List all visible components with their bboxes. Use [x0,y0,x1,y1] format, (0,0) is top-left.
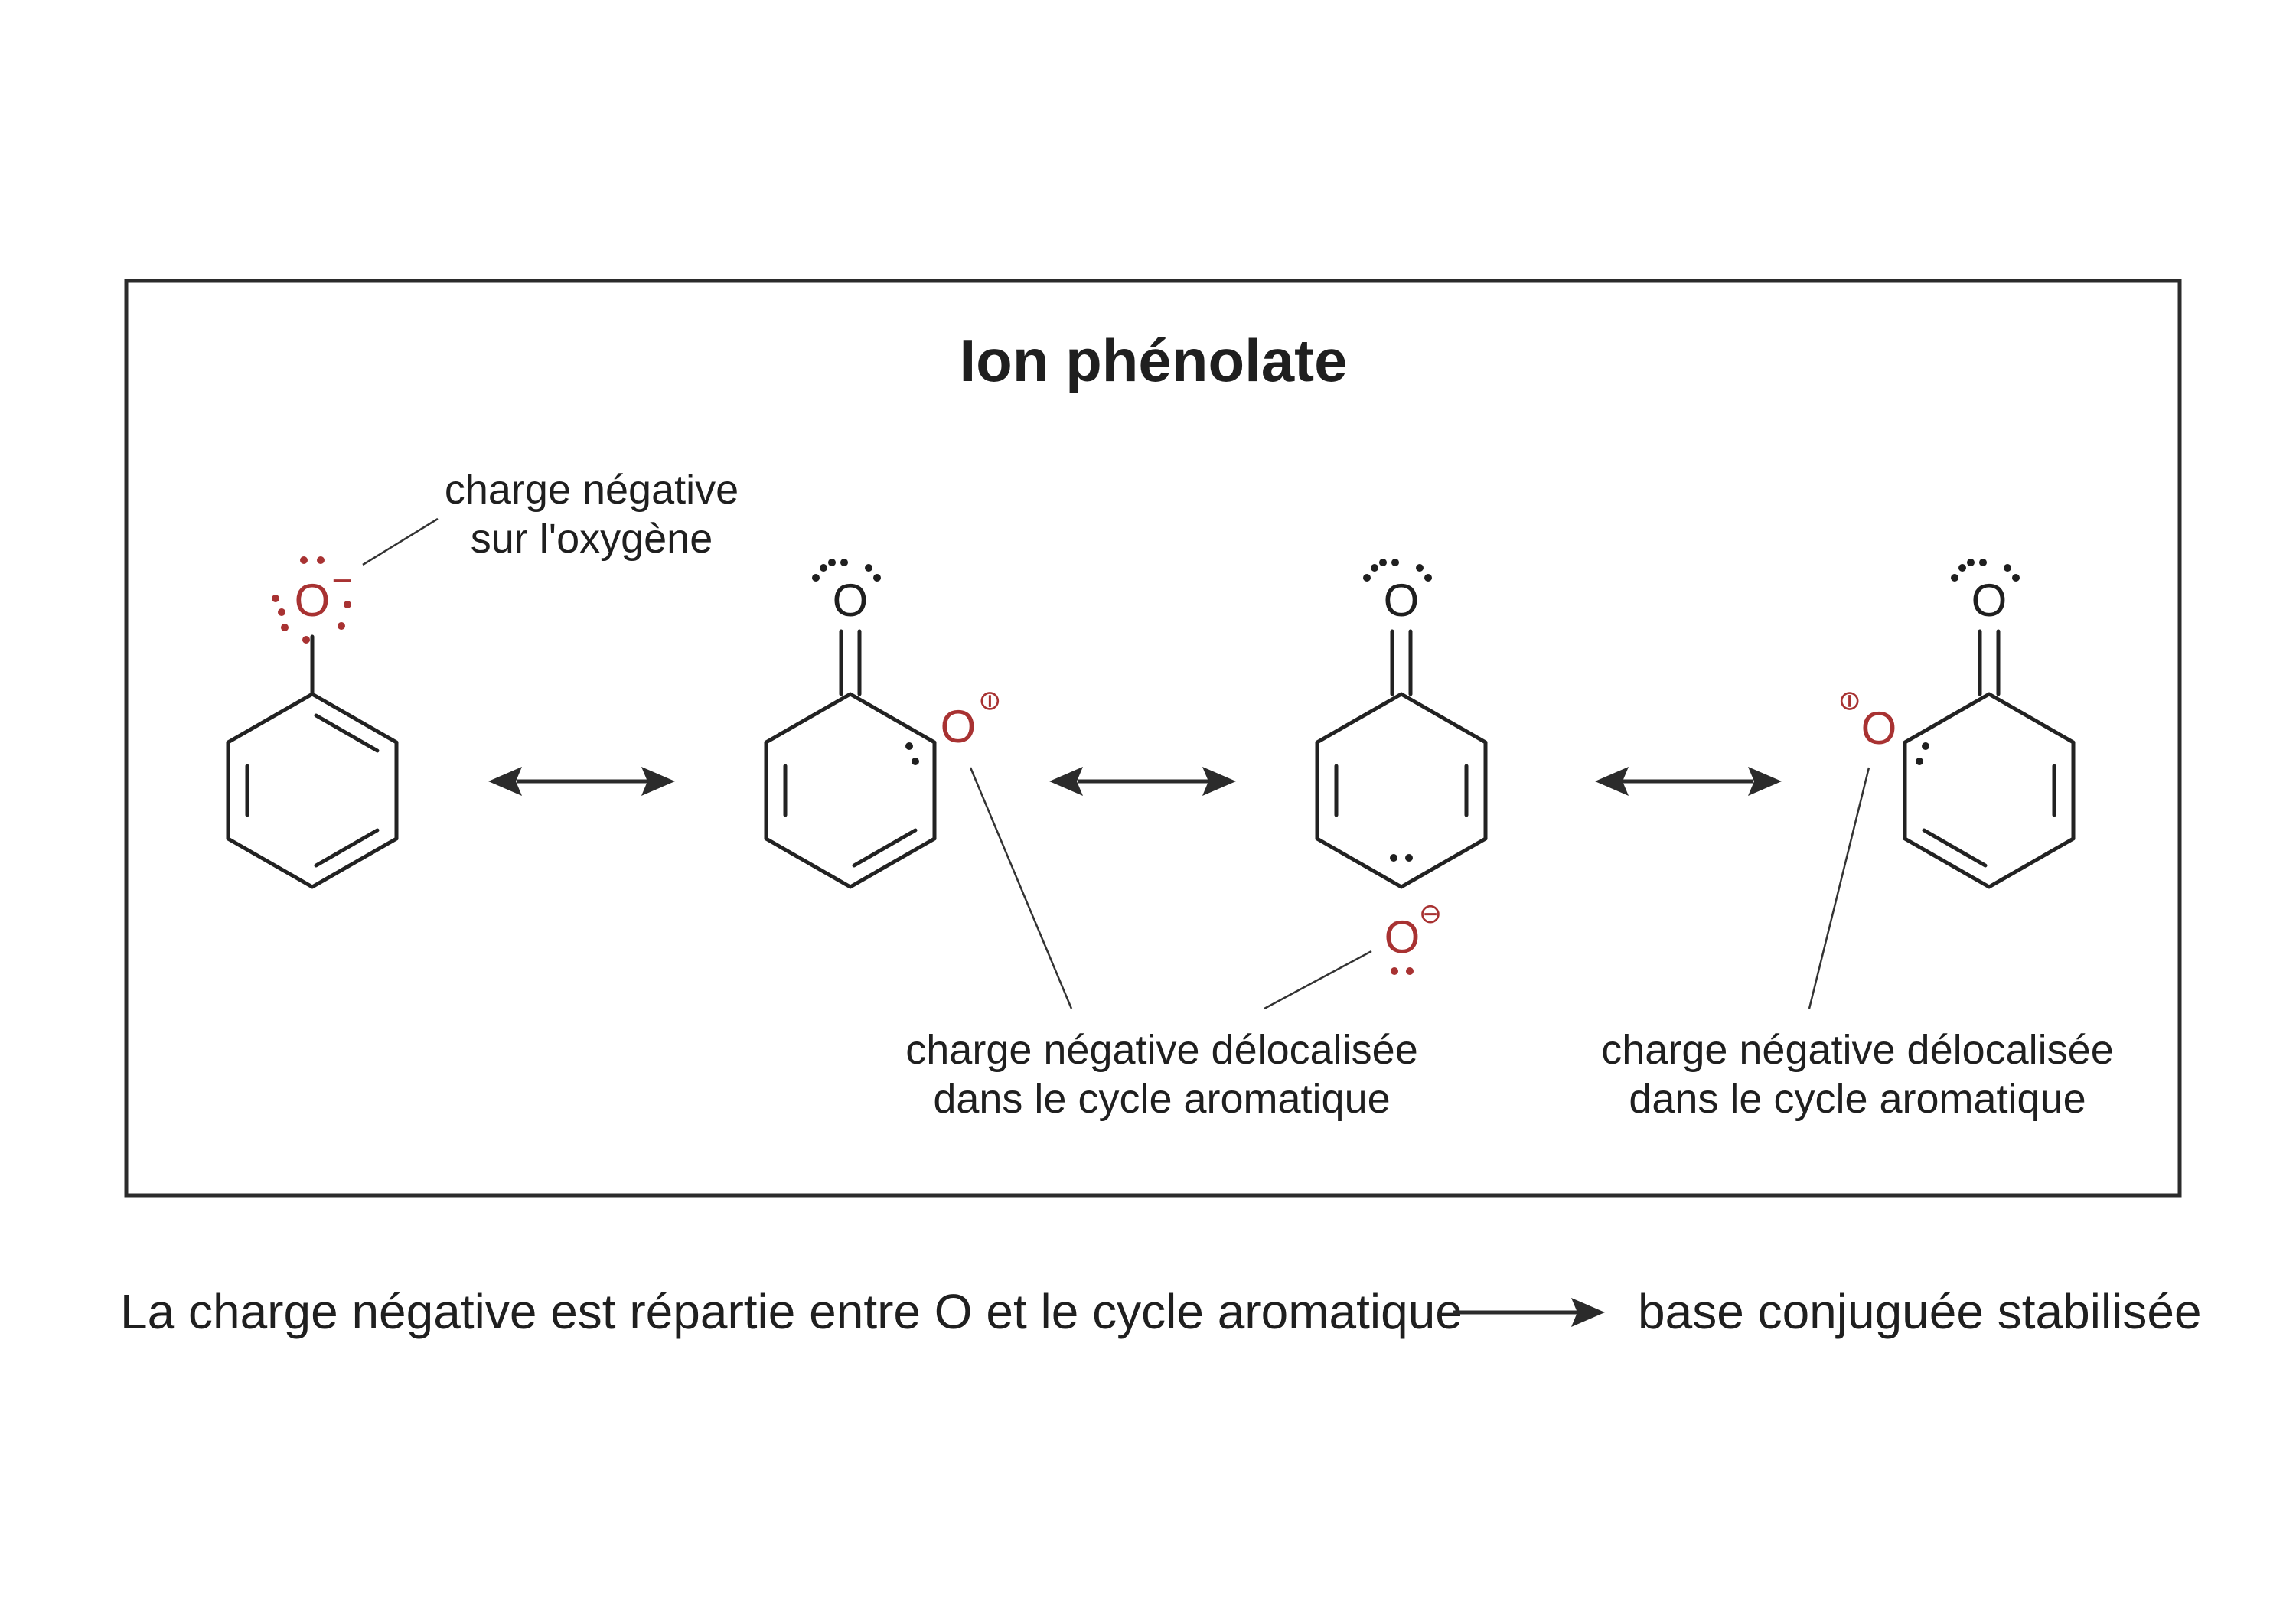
leader-line-para-charge [1264,950,1372,1010]
oxygen-atom: O [833,575,869,626]
annotation-oxygen-charge-line2: sur l'oxygène [471,516,713,562]
footer-statement: La charge négative est répartie entre O … [120,1284,1463,1339]
structure-ortho-charge-left: O O ⊖ [1808,559,2076,1009]
carbanion-lone-pair [1916,742,1929,765]
leader-line-ortho-charge-left [1808,767,1870,1009]
ring-3 [1315,692,1488,889]
annotation-delocalized-line2-right: dans le cycle aromatique [1629,1076,2086,1122]
leader-line-oxygen-charge [362,517,439,566]
resonance-double-arrow-icon [1595,767,1782,796]
charge-marker-o: O [1861,702,1897,754]
charge-marker-o: O [1384,911,1420,963]
charge-circled-minus: ⊖ [1834,689,1865,712]
charge-marker-lone-pair [1391,967,1414,975]
oxygen-atom: O [295,575,331,626]
structure-para-charge: O O ⊖ [1264,559,1488,1010]
oxygen-lone-pairs [1363,559,1432,582]
ring-2 [764,692,937,889]
charge-minus-sign: − [331,565,354,596]
oxygen-lone-pairs [812,559,881,582]
benzene-ring-1 [226,692,399,889]
carbanion-lone-pair [1390,854,1413,862]
charge-marker-o: O [941,701,977,752]
oxygen-atom: O [1971,575,2007,626]
structure-ortho-charge: O O ⊖ [764,559,1073,1009]
diagram-title: Ion phénolate [960,327,1348,394]
annotation-delocalized-line1: charge négative délocalisée [905,1027,1417,1073]
structure-phenolate-oxygen-charge: O − charge négative sur l'oxygène [226,467,739,889]
ring-4 [1903,692,2076,889]
leader-line-ortho-charge [969,767,1073,1009]
charge-circled-minus: ⊖ [974,689,1006,712]
resonance-double-arrow-icon [488,767,675,796]
charge-circled-minus: ⊖ [1419,898,1442,930]
annotation-oxygen-charge-line1: charge négative [445,467,739,513]
annotation-delocalized-line2: dans le cycle aromatique [933,1076,1390,1122]
diagram-frame [124,279,2182,1198]
annotation-delocalized-line1-right: charge négative délocalisée [1601,1027,2113,1073]
oxygen-lone-pairs [1951,559,2020,582]
right-arrow-icon [1453,1298,1605,1327]
lone-pairs [272,556,351,644]
resonance-double-arrow-icon [1049,767,1236,796]
footer-conclusion: base conjuguée stabilisée [1638,1284,2202,1339]
carbanion-lone-pair [905,742,919,765]
oxygen-atom: O [1384,575,1420,626]
